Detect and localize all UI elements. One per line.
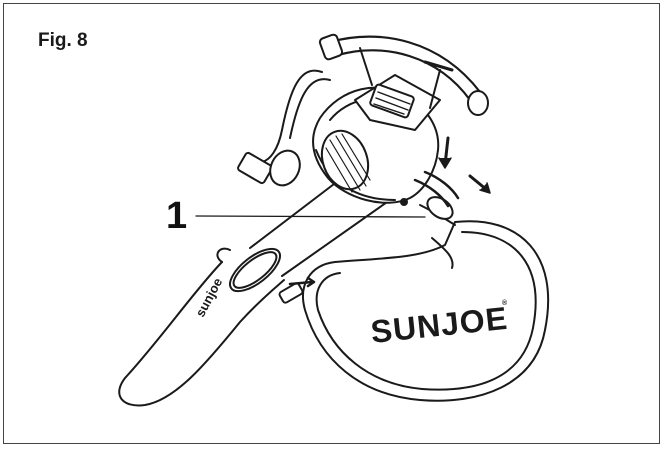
switch-housing [354, 74, 441, 131]
figure-frame [3, 3, 660, 444]
figure-label: Fig. 8 [38, 30, 88, 51]
registered-mark: ® [502, 299, 508, 307]
handle [318, 33, 489, 116]
callout-number: 1 [166, 195, 188, 237]
collection-bag [302, 220, 550, 402]
vacuum-tube [118, 167, 391, 407]
power-cord [237, 69, 331, 187]
callout-leader-line [195, 215, 426, 218]
outlet-collar [400, 170, 460, 208]
tube-latch [278, 276, 316, 304]
direction-arrows [438, 136, 491, 194]
